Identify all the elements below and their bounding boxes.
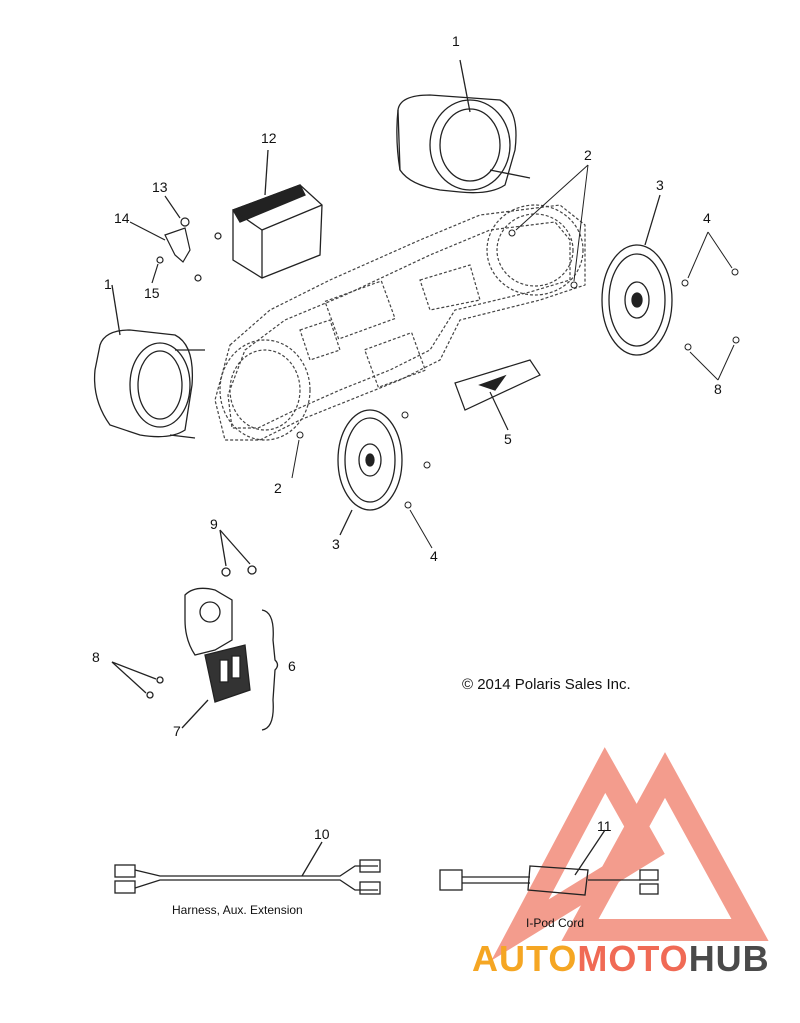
speaker-shroud-left xyxy=(93,284,205,439)
callout-9: 9 xyxy=(210,516,218,532)
callout-8-right: 8 xyxy=(714,381,722,397)
callout-6: 6 xyxy=(288,658,296,674)
screws-right xyxy=(681,231,740,381)
badge-plate xyxy=(454,359,541,431)
fairing-housing xyxy=(214,204,586,441)
bracket-and-screws xyxy=(129,195,222,284)
callout-13: 13 xyxy=(152,179,168,195)
ipod-cord xyxy=(439,829,659,896)
callout-12: 12 xyxy=(261,130,277,146)
callout-3-right: 3 xyxy=(656,177,664,193)
callout-1-top: 1 xyxy=(452,33,460,49)
callout-1-left: 1 xyxy=(104,276,112,292)
switch-assembly xyxy=(111,529,279,731)
callout-4-center: 4 xyxy=(430,548,438,564)
watermark-logo xyxy=(491,747,769,961)
caption-ipod: I-Pod Cord xyxy=(526,916,585,930)
callout-3-center: 3 xyxy=(332,536,340,552)
screws-center xyxy=(401,411,433,549)
screws-part2 xyxy=(291,164,589,479)
callout-4-right: 4 xyxy=(703,210,711,226)
watermark-part1: AUTO xyxy=(472,938,578,979)
watermark-part3: HUB xyxy=(688,938,770,979)
callout-10: 10 xyxy=(314,826,330,842)
speaker-right xyxy=(601,194,673,356)
callout-2-bottom: 2 xyxy=(274,480,282,496)
watermark-part2: MOTO xyxy=(577,938,689,979)
harness-aux-extension xyxy=(114,841,381,895)
speaker-shroud-top xyxy=(396,59,531,194)
callout-8-left: 8 xyxy=(92,649,100,665)
callout-11: 11 xyxy=(597,818,612,834)
watermark-brand: AUTOMOTOHUB xyxy=(472,938,770,980)
amplifier xyxy=(232,149,323,279)
callout-5: 5 xyxy=(504,431,512,447)
caption-harness: Harness, Aux. Extension xyxy=(172,903,303,917)
callout-2-top: 2 xyxy=(584,147,592,163)
copyright-text: © 2014 Polaris Sales Inc. xyxy=(462,676,631,693)
speaker-center xyxy=(337,409,403,536)
callout-14: 14 xyxy=(114,210,130,226)
callout-7: 7 xyxy=(173,723,181,739)
callout-15: 15 xyxy=(144,285,160,301)
